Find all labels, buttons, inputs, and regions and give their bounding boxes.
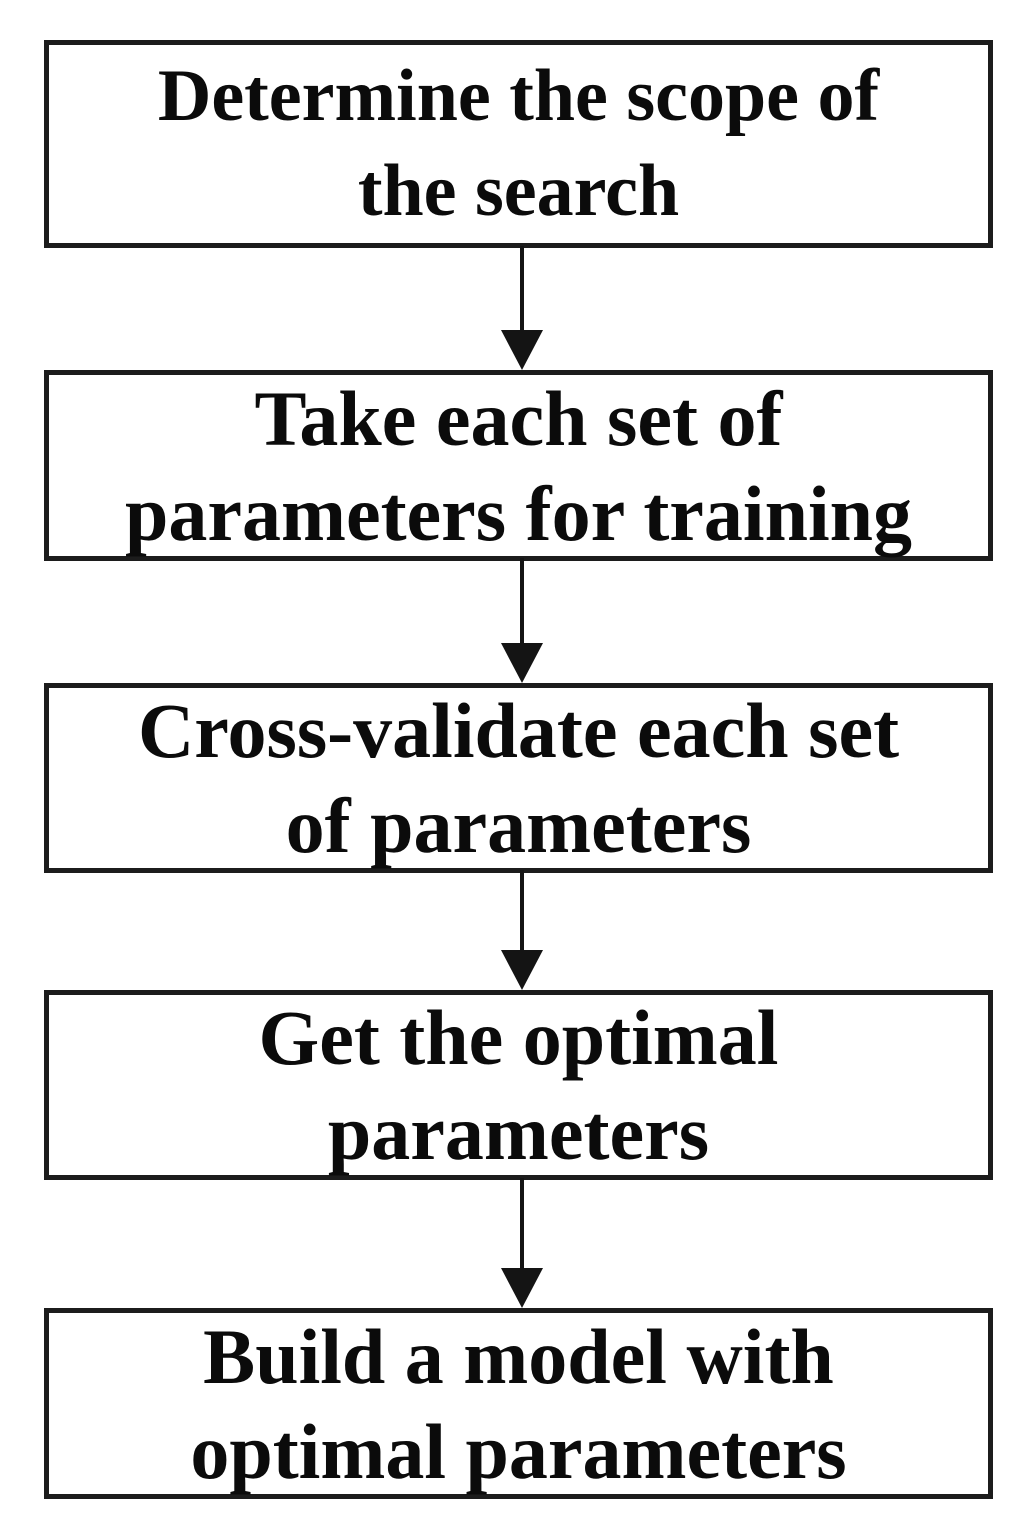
arrow-down-icon xyxy=(500,643,543,683)
flow-connector-4 xyxy=(500,1178,543,1308)
arrow-down-icon xyxy=(500,950,543,990)
arrow-down-icon xyxy=(500,330,543,370)
flow-step-label: Determine the scope of the search xyxy=(157,55,880,232)
arrow-stem xyxy=(519,870,524,950)
arrow-stem xyxy=(519,558,524,643)
flow-step-label: Take each set of parameters for training xyxy=(124,374,913,557)
flow-step-determine-scope: Determine the scope of the search xyxy=(44,40,993,248)
arrow-stem xyxy=(519,1178,524,1268)
arrow-stem xyxy=(519,246,524,330)
flow-step-get-optimal: Get the optimal parameters xyxy=(44,990,993,1180)
flow-step-cross-validate: Cross-validate each set of parameters xyxy=(44,683,993,873)
flow-connector-3 xyxy=(500,870,543,990)
flow-step-label: Cross-validate each set of parameters xyxy=(137,687,900,869)
flow-step-label: Get the optimal parameters xyxy=(258,994,779,1176)
flow-connector-2 xyxy=(500,558,543,683)
flow-step-take-parameters: Take each set of parameters for training xyxy=(44,370,993,561)
flow-step-label: Build a model with optimal parameters xyxy=(190,1312,847,1495)
arrow-down-icon xyxy=(500,1268,543,1308)
flow-connector-1 xyxy=(500,246,543,370)
flow-step-build-model: Build a model with optimal parameters xyxy=(44,1308,993,1499)
